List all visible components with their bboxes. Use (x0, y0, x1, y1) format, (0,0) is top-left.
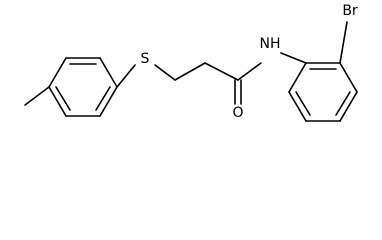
molecule-structure-diagram: S NH O Br (24, 3, 358, 122)
double-bond-inner (295, 91, 311, 116)
bond-ring-bromine (339, 21, 348, 64)
tolyl-ring (48, 57, 118, 117)
bond (288, 91, 307, 122)
bond-ring-sulfur (116, 64, 136, 88)
bond-ch2-ch2 (174, 62, 206, 81)
bond (99, 86, 118, 117)
oxygen-label: O (232, 105, 243, 121)
bond-carbonyl-nitrogen (237, 62, 262, 81)
nitrogen-hydrogen-label: NH (260, 36, 281, 52)
bond (48, 57, 67, 88)
double-bond-inner (55, 86, 71, 111)
double-bond-inner (95, 86, 111, 111)
methyl-bond (24, 86, 50, 106)
bromine-label: Br (342, 3, 358, 19)
bond (288, 62, 307, 93)
bond-nitrogen-ring (280, 52, 307, 64)
bond (339, 62, 358, 93)
sulfur-label: S (141, 51, 150, 67)
bond-ch2-carbonyl (204, 62, 239, 81)
bond (99, 57, 118, 88)
bond (339, 91, 358, 122)
bond-sulfur-ch2 (154, 64, 176, 81)
double-bond-inner (335, 91, 351, 116)
bond (48, 86, 67, 117)
bromophenyl-ring (288, 62, 358, 122)
